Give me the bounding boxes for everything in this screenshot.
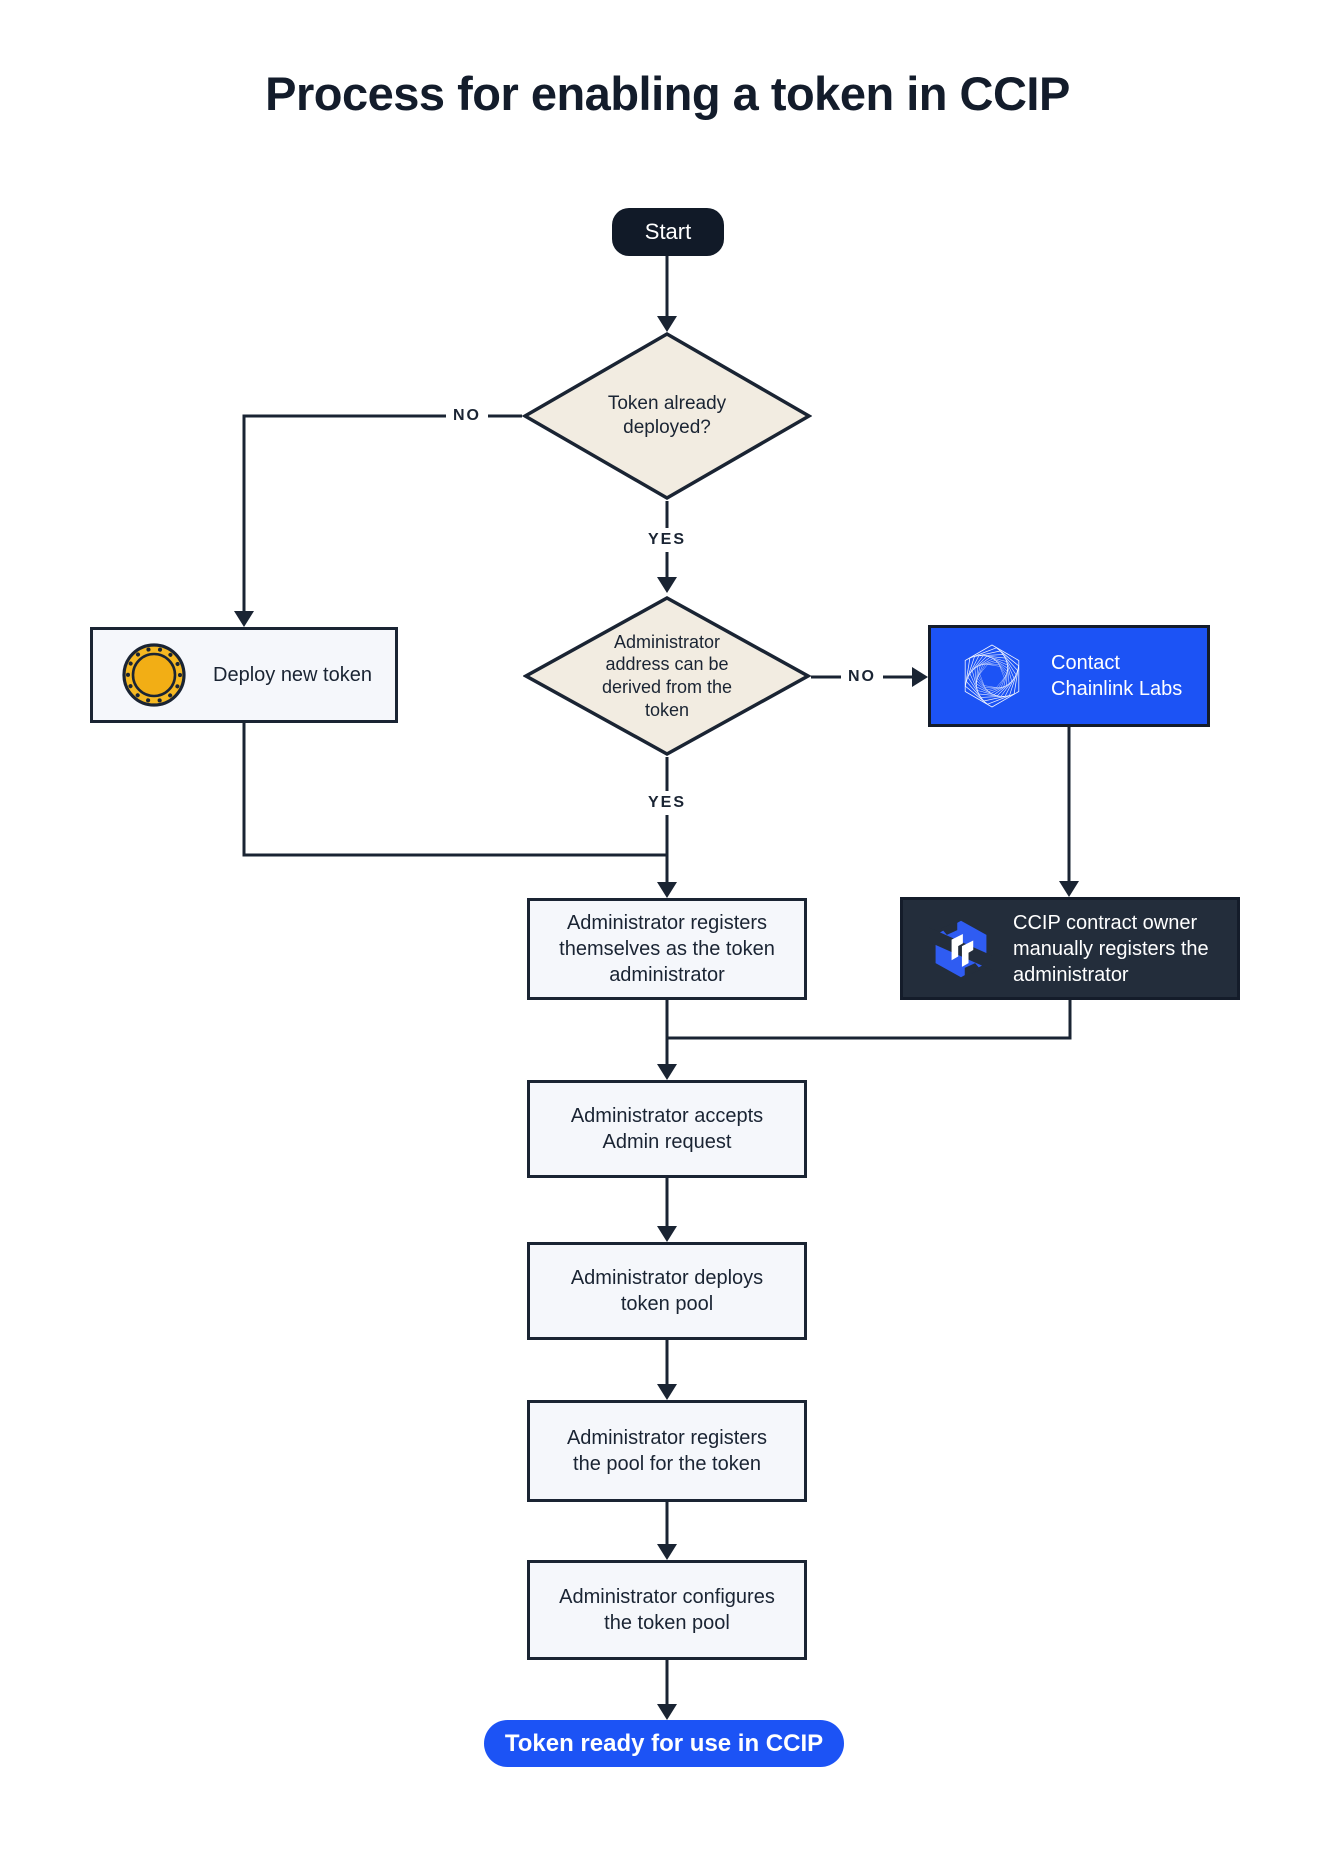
- connector-register-admin-to-accepts: [657, 1000, 677, 1080]
- process-admin-configures-pool-label: Administrator configures the token pool: [559, 1586, 775, 1634]
- connector-start-to-deployed: [657, 256, 677, 332]
- edge-label-yes-deployed: YES: [640, 528, 694, 552]
- process-deploy-new-token-label: Deploy new token: [213, 664, 372, 686]
- connector-deploys-pool-to-registers-pool: [657, 1340, 677, 1400]
- connector-ccip-owner-merge: [667, 1000, 1072, 1040]
- connector-yes-to-register-admin: [657, 757, 677, 898]
- decision-admin-address-derivable: Administrator address can be derived fro…: [523, 595, 811, 757]
- connector-no-to-deploy-new-token: [234, 414, 522, 627]
- process-admin-registers-pool: Administrator registers the pool for the…: [527, 1400, 807, 1502]
- connector-deploy-token-merge: [242, 723, 667, 857]
- decision-token-already-deployed: Token already deployed?: [522, 331, 812, 501]
- end-node-token-ready: Token ready for use in CCIP: [484, 1720, 844, 1767]
- process-admin-accepts-request: Administrator accepts Admin request: [527, 1080, 807, 1178]
- edge-label-yes-derivable: YES: [640, 791, 694, 815]
- edge-label-no-derivable: NO: [841, 665, 883, 689]
- connector-registers-pool-to-configures: [657, 1502, 677, 1560]
- edge-label-no-deployed: NO: [446, 404, 488, 428]
- process-admin-configures-pool: Administrator configures the token pool: [527, 1560, 807, 1660]
- chainlink-spiral-icon: [957, 641, 1027, 711]
- process-admin-registers-pool-label: Administrator registers the pool for the…: [566, 1427, 768, 1475]
- connector-accepts-to-deploys-pool: [657, 1178, 677, 1242]
- process-contact-chainlink-labs: Contact Chainlink Labs: [928, 625, 1210, 727]
- connector-contact-to-ccip-owner: [1059, 727, 1079, 897]
- process-deploy-new-token: Deploy new token: [90, 627, 398, 723]
- connector-configures-to-ready: [657, 1660, 677, 1720]
- process-admin-registers-self: Administrator registers themselves as th…: [527, 898, 807, 1000]
- coin-icon: [121, 642, 187, 708]
- process-admin-deploys-pool-label: Administrator deploys token pool: [570, 1267, 764, 1315]
- decision-admin-address-derivable-label: Administrator address can be derived fro…: [601, 631, 733, 720]
- ccip-cube-icon: [929, 917, 993, 981]
- process-admin-accepts-request-label: Administrator accepts Admin request: [570, 1105, 764, 1153]
- diamond-shape: [522, 331, 812, 501]
- process-admin-deploys-pool: Administrator deploys token pool: [527, 1242, 807, 1340]
- process-admin-registers-self-label: Administrator registers themselves as th…: [559, 912, 775, 986]
- start-node: Start: [612, 208, 724, 256]
- end-node-token-ready-label: Token ready for use in CCIP: [504, 1729, 824, 1757]
- process-ccip-owner-registers-label: CCIP contract owner manually registers t…: [1013, 911, 1209, 986]
- diamond-shape: [523, 596, 811, 756]
- start-label: Start: [644, 219, 692, 244]
- process-ccip-owner-registers: CCIP contract owner manually registers t…: [900, 897, 1240, 1000]
- page-title: Process for enabling a token in CCIP: [265, 67, 1070, 120]
- process-contact-chainlink-labs-label: Contact Chainlink Labs: [1051, 652, 1183, 700]
- decision-token-already-deployed-label: Token already deployed?: [607, 393, 727, 438]
